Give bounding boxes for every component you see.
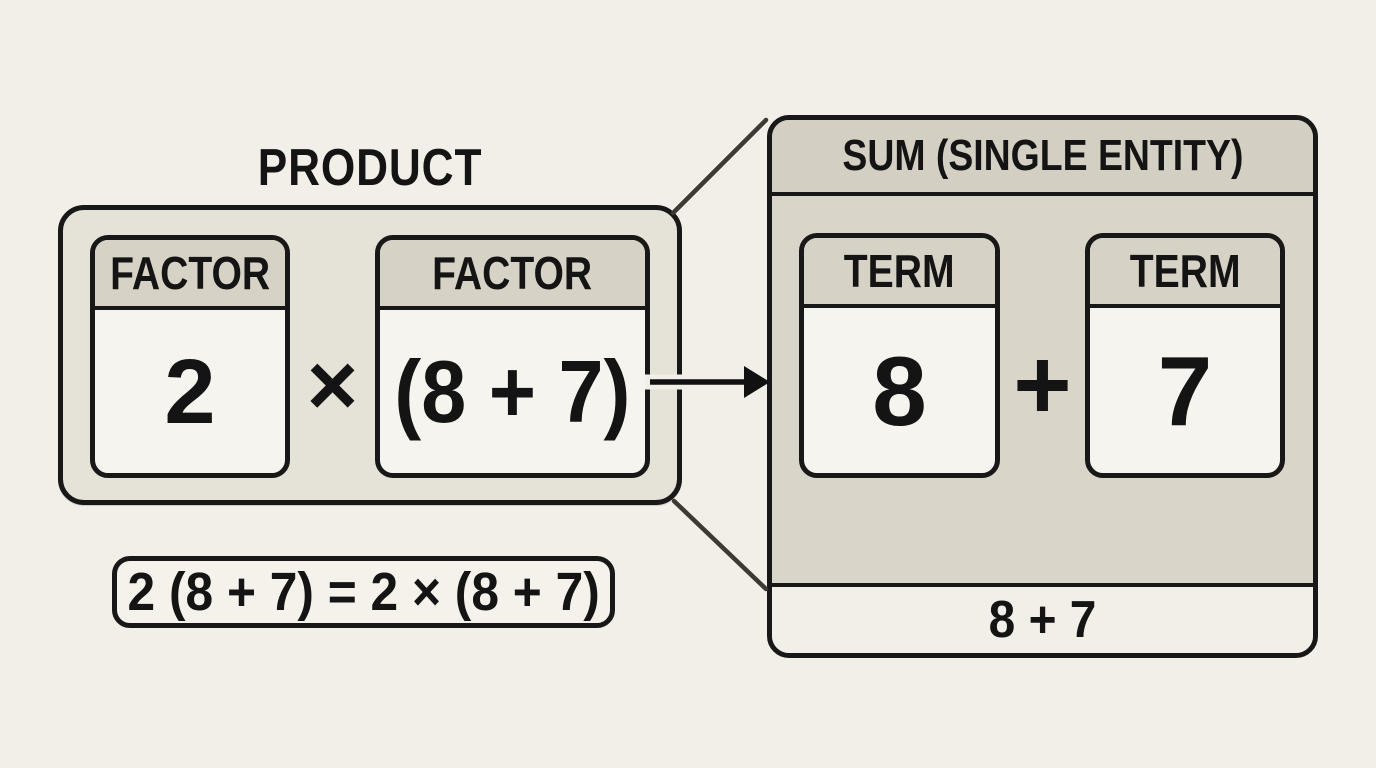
multiply-operator: ×: [306, 335, 359, 434]
equation-text: 2 (8 + 7) = 2 × (8 + 7): [127, 562, 600, 622]
equation-box: 2 (8 + 7) = 2 × (8 + 7): [112, 556, 615, 628]
term-2-value: 7: [1157, 335, 1213, 446]
term-box-2: TERM 7: [1085, 233, 1285, 478]
term-1-label: TERM: [844, 245, 955, 297]
factor-1-label: FACTOR: [109, 247, 271, 299]
connector-bottom-line: [671, 498, 769, 592]
plus-operator: +: [1013, 329, 1072, 441]
sum-title: SUM (SINGLE ENTITY): [841, 131, 1244, 180]
factor-1-value: 2: [164, 340, 216, 443]
product-title-text: PRODUCT: [257, 139, 483, 197]
product-title: PRODUCT: [58, 139, 682, 197]
connector-top-line: [670, 117, 769, 216]
factor-2-value: (8 + 7): [394, 341, 631, 441]
factor-2-header: FACTOR: [380, 240, 645, 310]
term-1-header: TERM: [804, 238, 995, 308]
factor-1-header: FACTOR: [95, 240, 285, 310]
sum-box: SUM (SINGLE ENTITY) TERM 8 + TERM 7 8 + …: [767, 115, 1318, 658]
term-box-1: TERM 8: [799, 233, 1000, 478]
factor-box-2: FACTOR (8 + 7): [375, 235, 650, 478]
sum-header: SUM (SINGLE ENTITY): [772, 120, 1313, 196]
factor-box-1: FACTOR 2: [90, 235, 290, 478]
term-2-header: TERM: [1090, 238, 1280, 308]
term-1-value: 8: [872, 335, 927, 446]
sum-footer-text: 8 + 7: [988, 591, 1097, 649]
sum-footer: 8 + 7: [772, 583, 1313, 653]
term-2-label: TERM: [1129, 245, 1241, 297]
factor-2-label: FACTOR: [432, 247, 593, 299]
